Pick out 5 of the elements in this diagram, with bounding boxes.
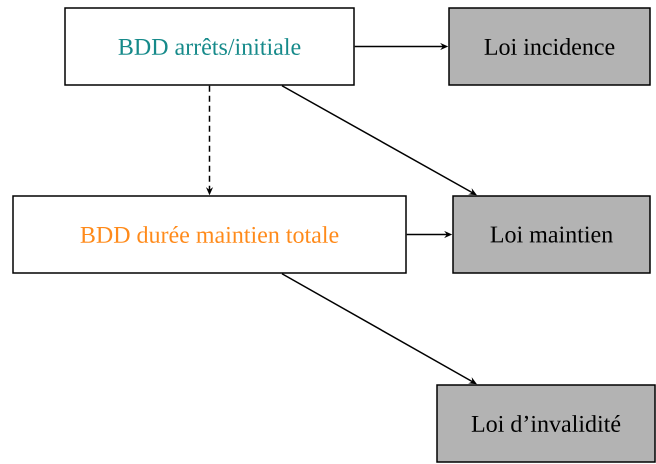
source-box: BDD arrêts/initiale bbox=[64, 7, 355, 86]
source-box: BDD durée maintien totale bbox=[12, 195, 407, 274]
output-box: Loi incidence bbox=[448, 7, 651, 86]
output-box: Loi maintien bbox=[452, 195, 651, 274]
output-box: Loi d’invalidité bbox=[436, 384, 656, 463]
